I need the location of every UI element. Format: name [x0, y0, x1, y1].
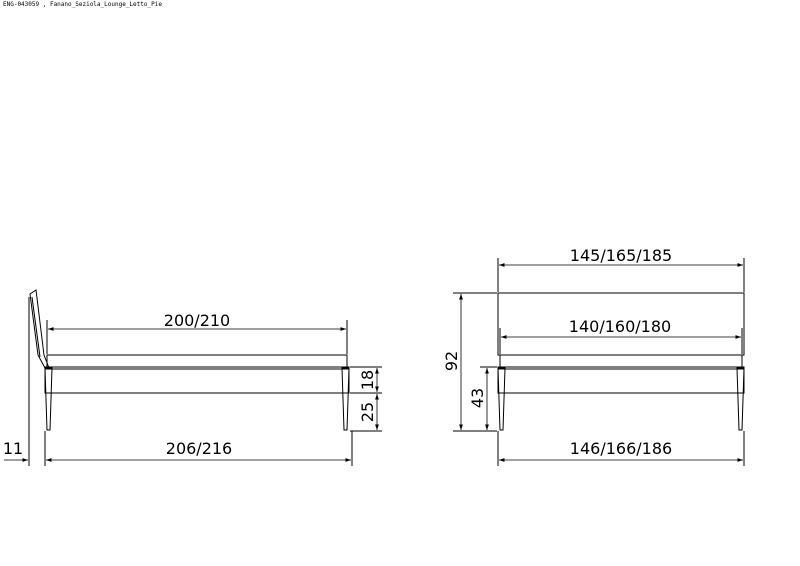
- side-frame: [44, 366, 350, 394]
- front-leg-left: [497, 367, 506, 431]
- dim-mattress-length: 200/210: [164, 311, 230, 330]
- mattress: [46, 354, 348, 368]
- dim-top-width: 145/165/185: [570, 246, 672, 265]
- dim-overall-width: 146/166/186: [570, 439, 672, 458]
- front-leg-right: [736, 367, 745, 431]
- dim-seat-height: 43: [468, 388, 487, 408]
- side-leg-back: [341, 367, 350, 431]
- dim-inner-width: 140/160/180: [569, 317, 671, 336]
- dim-frame-height: 18: [358, 370, 377, 390]
- dim-overall-length: 206/216: [166, 439, 232, 458]
- side-view: 200/210 206/216 11 18 25: [3, 289, 382, 466]
- dim-total-height: 92: [442, 351, 461, 371]
- drawing-title: ENG-043059 , Fanano_Seziola_Lounge_Letto…: [3, 1, 162, 8]
- dim-leg-height: 25: [358, 402, 377, 422]
- side-leg-front: [44, 367, 53, 431]
- front-mattress: [499, 354, 743, 368]
- front-view: 145/165/185 140/160/180 146/166/186 92 4…: [442, 246, 745, 466]
- headboard-inner-line: [31, 296, 41, 358]
- front-frame: [497, 366, 745, 394]
- dim-headboard-offset: 11: [3, 439, 23, 458]
